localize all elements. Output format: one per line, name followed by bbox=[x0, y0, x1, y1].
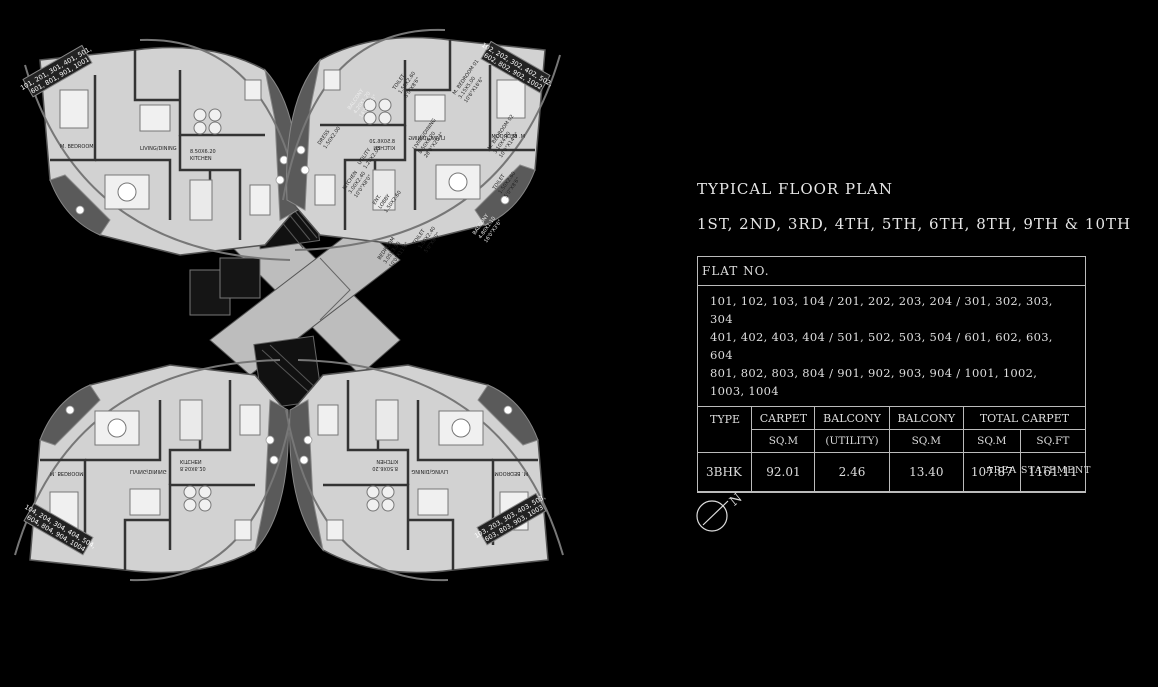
north-label: N bbox=[727, 491, 745, 510]
wing-bottom-left bbox=[13, 358, 294, 582]
col-type: TYPE bbox=[698, 407, 753, 453]
room-label-balcony2: BALCONY 4.80X1.10 16'0"X3'6" bbox=[472, 212, 504, 244]
flat-numbers: 101, 102, 103, 104 / 201, 202, 203, 204 … bbox=[698, 286, 1085, 407]
col-balcony: BALCONY bbox=[889, 407, 964, 430]
flat-row: 401, 402, 403, 404 / 501, 502, 503, 504 … bbox=[710, 330, 1053, 362]
val-balcony: 13.40 bbox=[889, 453, 964, 492]
val-type: 3BHK bbox=[698, 453, 753, 492]
svg-text:ENT.: ENT. bbox=[372, 193, 383, 206]
floor-plan-drawing: LIVING/DINING 8.50X6.20 M. BEDROOM KITCH… bbox=[13, 28, 565, 582]
unit-balcony: SQ.M bbox=[889, 430, 964, 453]
unit-total-sqft: SQ.FT bbox=[1020, 430, 1085, 453]
col-total-carpet: TOTAL CARPET bbox=[963, 407, 1085, 430]
area-statement-label: AREA STATEMENT bbox=[986, 465, 1092, 476]
col-balcony-utility: BALCONY bbox=[815, 407, 890, 430]
unit-total-sqm: SQ.M bbox=[963, 430, 1021, 453]
val-carpet: 92.01 bbox=[752, 453, 816, 492]
plan-title: TYPICAL FLOOR PLAN bbox=[697, 180, 894, 198]
room-label-toilet2: TOILET 1.50X2.60 5'0"X8'6" bbox=[491, 171, 521, 200]
flat-row: 801, 802, 803, 804 / 901, 902, 903, 904 … bbox=[710, 366, 1038, 398]
north-arrow-icon: N bbox=[696, 491, 745, 532]
flat-no-header: FLAT NO. bbox=[698, 257, 1085, 286]
val-total-sqft: 1161.11 bbox=[1020, 453, 1085, 492]
area-statement-table: FLAT NO. 101, 102, 103, 104 / 201, 202, … bbox=[697, 256, 1086, 493]
unit-carpet: SQ.M bbox=[752, 430, 816, 453]
col-carpet: CARPET bbox=[752, 407, 816, 430]
wing-bottom-right bbox=[284, 358, 565, 582]
flat-row: 101, 102, 103, 104 / 201, 202, 203, 204 … bbox=[710, 294, 1053, 326]
floors-list: 1ST, 2ND, 3RD, 4TH, 5TH, 6TH, 8TH, 9TH &… bbox=[697, 215, 1132, 233]
val-total-sqm: 107.87 bbox=[963, 453, 1021, 492]
unit-utility: (UTILITY) bbox=[815, 430, 890, 453]
room-label-toilet3: TOILET 1.50X2.40 5'0"X8'0" bbox=[411, 226, 441, 255]
val-utility: 2.46 bbox=[815, 453, 890, 492]
